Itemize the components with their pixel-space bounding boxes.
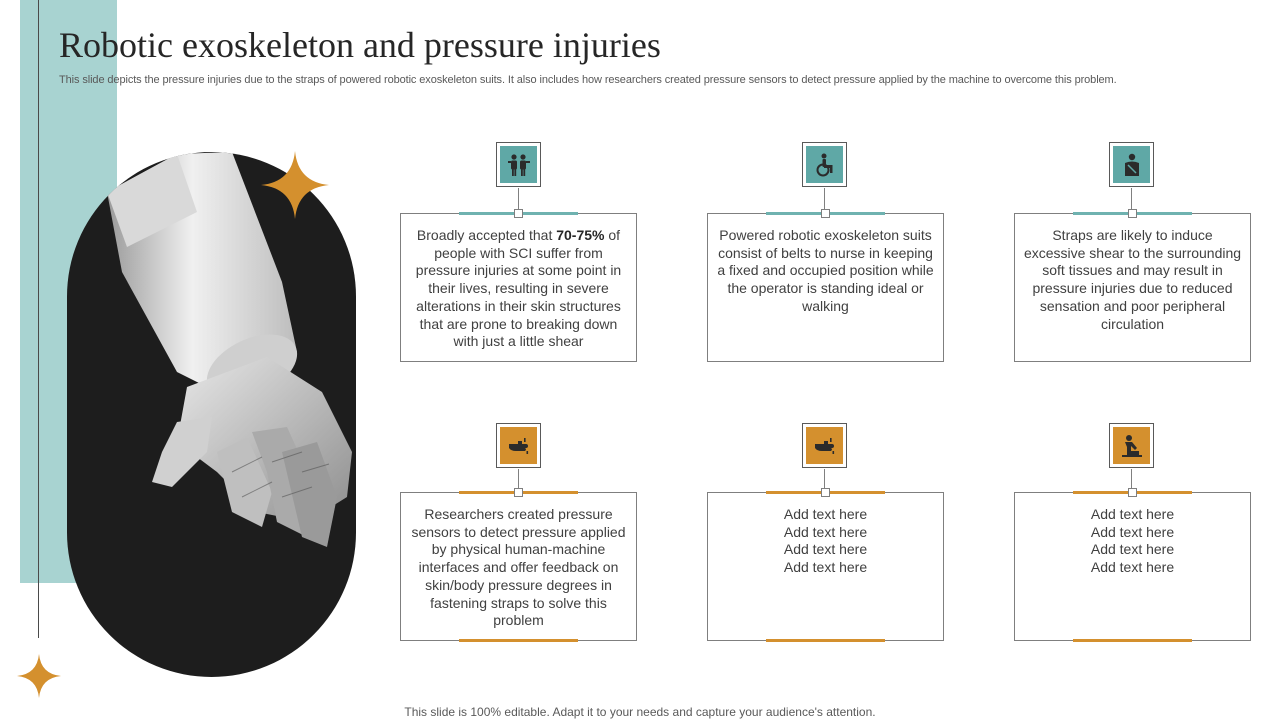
connector-line [518, 469, 519, 493]
card-3-icon-box [1109, 142, 1154, 187]
info-card-3: Straps are likely to induce excessive sh… [1014, 209, 1251, 362]
card-6-text: Add text here Add text here Add text her… [1023, 506, 1242, 577]
placeholder-line: Add text here [1090, 506, 1175, 522]
person-icon [1124, 153, 1139, 176]
card-bottom-accent [459, 639, 578, 642]
footer-note: This slide is 100% editable. Adapt it to… [404, 705, 876, 719]
sparkle-star-icon [17, 654, 61, 698]
hand-sensor-icon [814, 437, 834, 454]
card-4-text: Researchers created pressure sensors to … [411, 506, 626, 629]
card-2-text: Powered robotic exoskeleton suits consis… [717, 227, 934, 314]
robot-hand-image [67, 152, 356, 677]
hand-sensor-icon [508, 437, 528, 454]
connector-dot [821, 488, 830, 497]
page-title: Robotic exoskeleton and pressure injurie… [59, 25, 661, 65]
page-subtitle: This slide depicts the pressure injuries… [59, 74, 1117, 86]
connector-line [824, 188, 825, 212]
placeholder-line: Add text here [783, 506, 868, 522]
card-1-highlight: 70-75% [556, 227, 605, 243]
info-card-6: Add text here Add text here Add text her… [1014, 488, 1251, 642]
placeholder-line: Add text here [1090, 559, 1175, 576]
placeholder-line: Add text here [783, 541, 868, 558]
connector-line [518, 188, 519, 212]
placeholder-line: Add text here [1090, 541, 1175, 558]
info-card-1: Broadly accepted that 70-75% of people w… [400, 209, 637, 362]
sparkle-star-icon [261, 151, 329, 219]
connector-line [1131, 469, 1132, 493]
kneeling-person-icon [1121, 434, 1142, 457]
connector-dot [1128, 488, 1137, 497]
info-card-5: Add text here Add text here Add text her… [707, 488, 944, 642]
connector-dot [821, 209, 830, 218]
placeholder-line: Add text here [783, 559, 868, 576]
card-6-icon-box [1109, 423, 1154, 468]
connector-dot [1128, 209, 1137, 218]
vertical-divider [38, 0, 39, 638]
info-card-2: Powered robotic exoskeleton suits consis… [707, 209, 944, 362]
people-group-icon [507, 153, 530, 176]
connector-line [1131, 188, 1132, 212]
wheelchair-icon [816, 153, 832, 176]
card-5-icon-box [802, 423, 847, 468]
card-2-icon-box [802, 142, 847, 187]
card-4-icon-box [496, 423, 541, 468]
placeholder-line: Add text here [783, 523, 868, 540]
connector-line [824, 469, 825, 493]
card-1-text: Broadly accepted that 70-75% of people w… [415, 227, 622, 350]
info-card-4: Researchers created pressure sensors to … [400, 488, 637, 642]
card-3-text: Straps are likely to induce excessive sh… [1023, 227, 1242, 332]
connector-dot [514, 488, 523, 497]
placeholder-line: Add text here [1090, 523, 1175, 540]
card-bottom-accent [766, 639, 885, 642]
card-5-text: Add text here Add text here Add text her… [716, 506, 935, 577]
card-bottom-accent [1073, 639, 1192, 642]
connector-dot [514, 209, 523, 218]
card-1-icon-box [496, 142, 541, 187]
